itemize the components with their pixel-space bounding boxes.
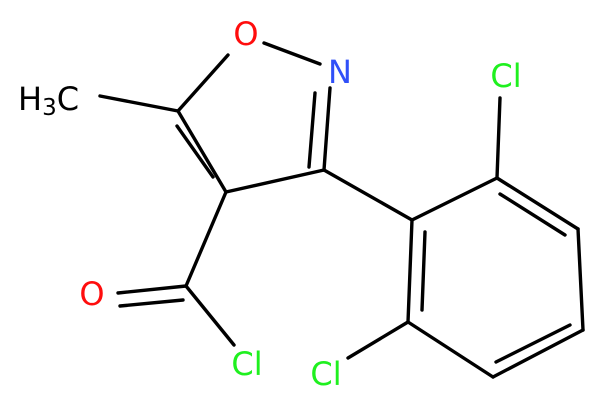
bond-ph2-ph3-inner [498,192,567,237]
bond-ph3-ph4 [576,227,585,332]
bond-ph5-ph6 [406,320,495,379]
methyl-label: H3C [18,80,79,121]
atom-oxygen-ring: O [233,15,258,53]
bond-carbonyl-o [116,284,188,295]
bond-ph4-ph5-inner [494,323,572,364]
bond-carbonyl-o-double [118,298,185,308]
atom-chlorine-acyl: Cl [231,345,262,383]
atom-chlorine-bottom: Cl [310,355,341,393]
bond-ph6-ph1 [406,218,414,324]
bond-c3-c4 [224,168,326,194]
bond-carbonyl-cl [184,284,236,347]
bond-ph2-ph3 [495,176,580,231]
bond-c3-phenyl [322,168,414,222]
bond-methyl-c5 [98,94,180,113]
atom-nitrogen-ring: N [328,53,352,91]
atom-oxygen-carbonyl: O [79,275,104,313]
atom-chlorine-top: Cl [490,57,521,95]
bond-ph2-cl [495,96,502,180]
bond-o1-n2 [262,41,322,66]
bond-c5-o1 [176,53,230,113]
methyl-c: C [57,80,79,118]
bond-c4-c5 [176,109,228,194]
bond-n2-c3 [322,86,332,172]
bond-ph4-ph5 [491,328,585,379]
bond-c4-c5-double [175,124,215,179]
bond-ph1-ph2 [410,176,499,222]
methyl-subscript: 3 [42,95,57,121]
bond-ph6-cl [346,320,410,360]
bond-c4-carbonyl [184,190,228,288]
bond-ph6-ph1-inner [420,230,427,312]
methyl-h: H [18,80,42,118]
bond-n2-c3-double [307,91,317,169]
